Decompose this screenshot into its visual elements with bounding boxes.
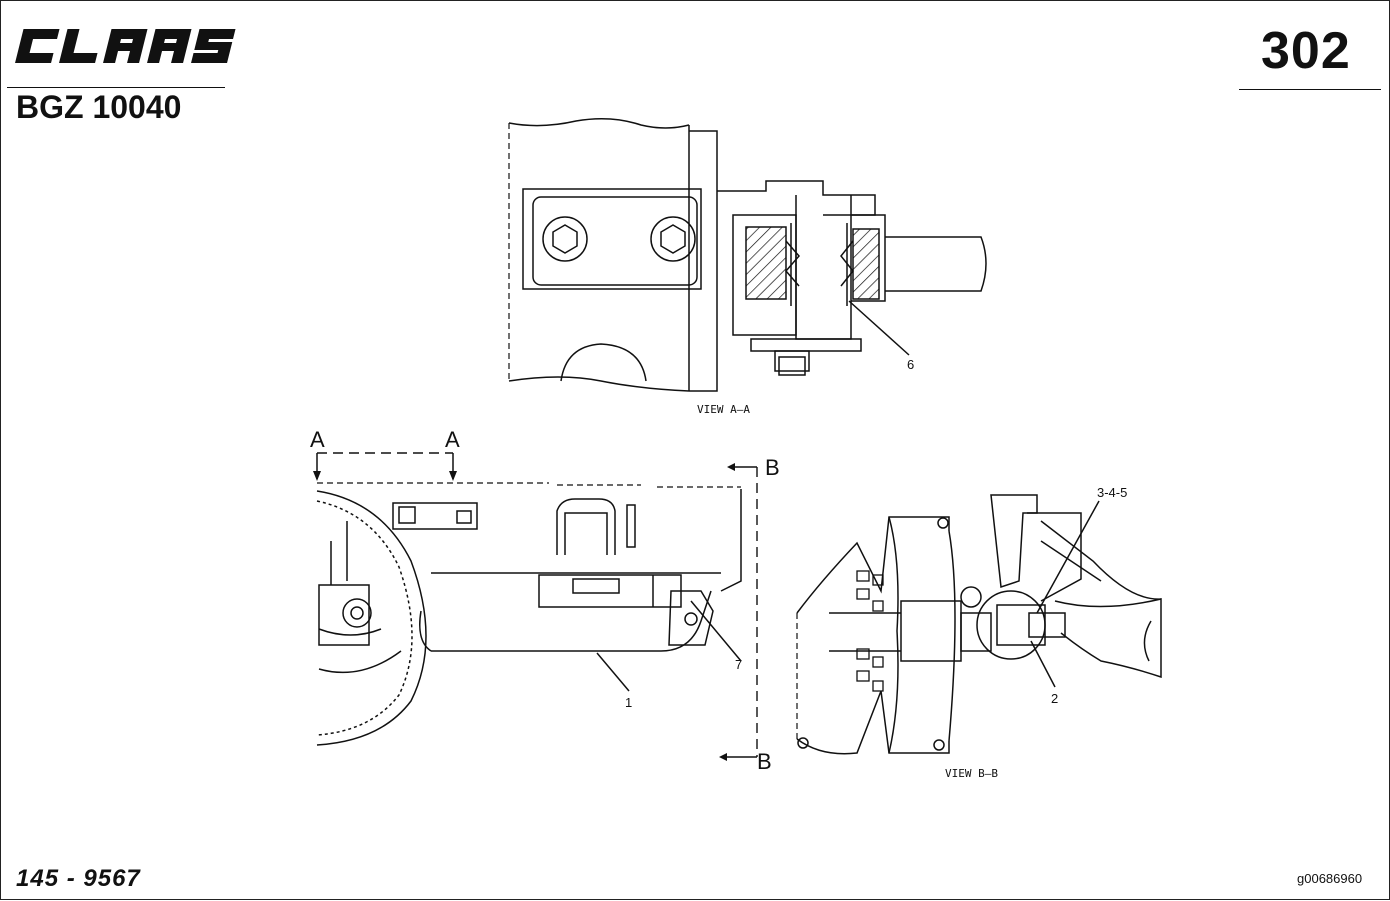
section-mark-a-right: A xyxy=(445,427,460,452)
part-number: 145 - 9567 xyxy=(16,865,141,892)
callout-3-4-5: 3-4-5 xyxy=(1097,485,1127,500)
section-mark-a-left: A xyxy=(310,427,325,452)
view-a-label: VIEW A—A xyxy=(697,403,750,416)
callout-6: 6 xyxy=(907,357,914,372)
page-number: 302 xyxy=(1261,22,1351,80)
callout-1: 1 xyxy=(625,695,632,710)
bolt-head-right xyxy=(650,216,696,262)
document-code: BGZ 10040 xyxy=(16,89,182,125)
main-assembly-view: A A B B xyxy=(310,427,780,774)
callout-7: 7 xyxy=(735,657,742,672)
view-b-label: VIEW B—B xyxy=(945,767,998,780)
claas-logo xyxy=(15,29,236,63)
header-rule-left xyxy=(7,87,225,88)
header-rule-right xyxy=(1239,89,1381,90)
view-b-detail: 3-4-5 2 VIEW B—B xyxy=(796,485,1162,780)
view-a-detail: 6 VIEW A—A xyxy=(508,118,987,416)
bolt-head-left xyxy=(542,216,588,262)
callout-2: 2 xyxy=(1051,691,1058,706)
section-mark-b-bottom: B xyxy=(757,749,772,774)
section-mark-b-top: B xyxy=(765,455,780,480)
image-id: g00686960 xyxy=(1297,871,1363,886)
